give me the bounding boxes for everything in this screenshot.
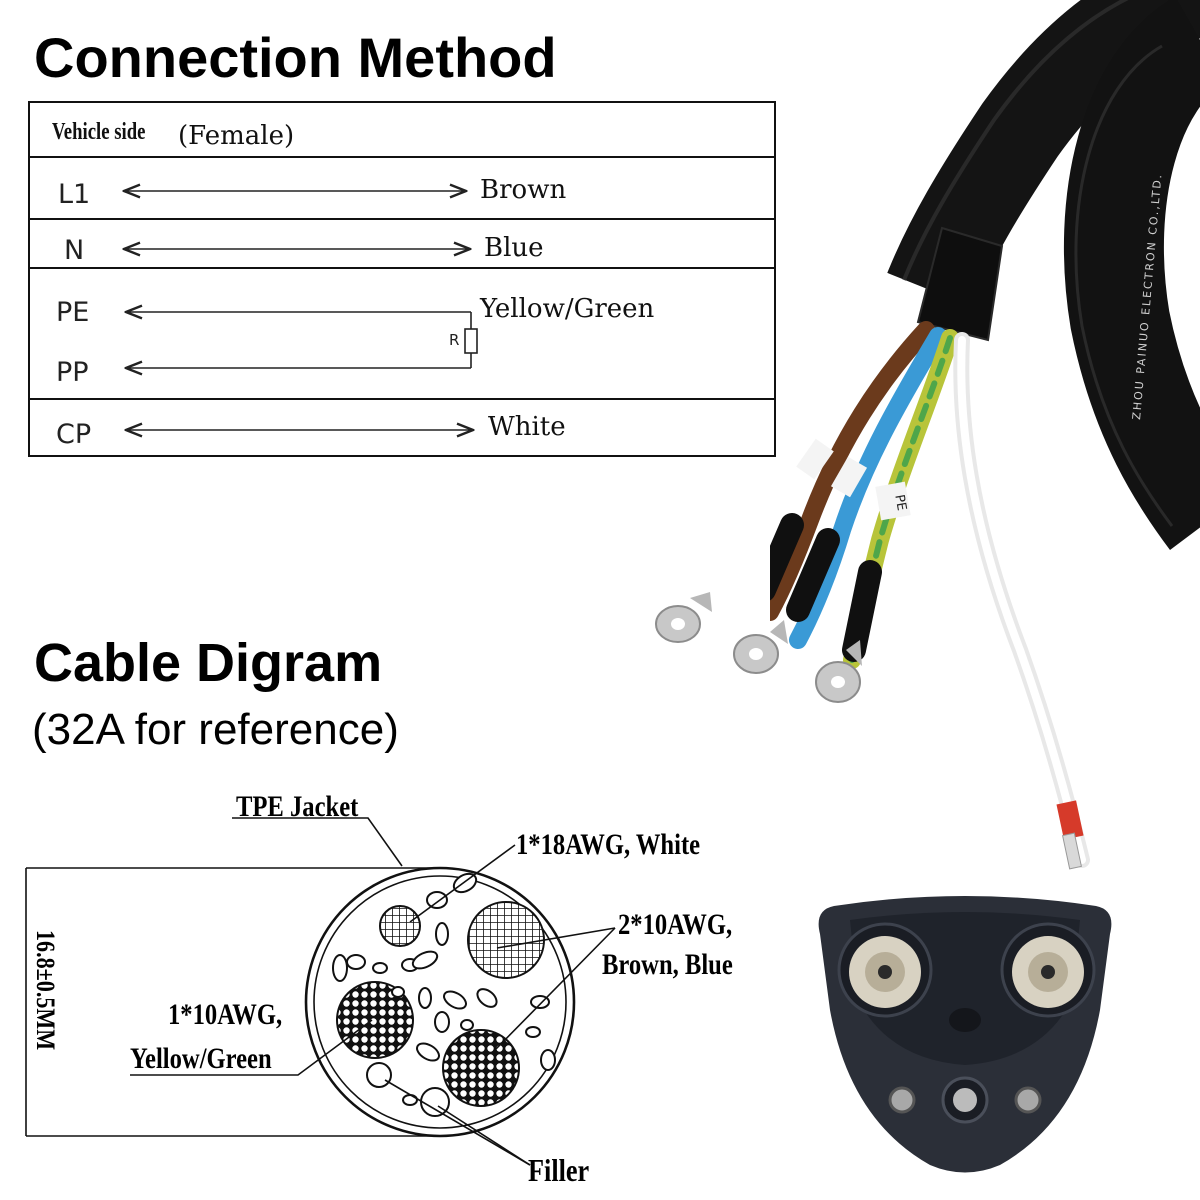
- ring-lugs: [655, 592, 862, 703]
- wire-marker-brown: [796, 438, 834, 480]
- conductor-brown: [467, 901, 545, 979]
- ring-lug-b: [733, 620, 788, 674]
- label-diameter: 16.8±0.5MM: [31, 930, 60, 1051]
- pin-n: N: [64, 235, 85, 266]
- leader-lines: [130, 817, 616, 1166]
- ring-lug-c: [815, 640, 862, 703]
- table-header: Vehicle side: [52, 119, 145, 146]
- wire-marker-pe-text: PE: [891, 493, 909, 511]
- conductor-white: [379, 905, 421, 947]
- label-power-conductors-2: Brown, Blue: [602, 948, 733, 981]
- ring-lug-a: [655, 592, 712, 643]
- connector-face: [818, 896, 1112, 1173]
- wire-blue-photo: [789, 327, 947, 649]
- pin-socket-bottom-left: [888, 1086, 916, 1114]
- label-white-conductor: 1*18AWG, White: [516, 828, 701, 861]
- connection-table-lines: [28, 101, 776, 457]
- conductor-yellow-green: [336, 981, 414, 1059]
- cable-photo: PE ZHOU PAINUO ELECTRON CO.,LTD.: [770, 0, 1200, 870]
- wire-marker-blue: [830, 456, 868, 498]
- wire-blue: Blue: [484, 233, 544, 263]
- label-ground-conductor-2: Yellow/Green: [130, 1042, 272, 1075]
- table-header-suffix: (Female): [178, 121, 295, 151]
- resistor-label: R: [449, 331, 460, 349]
- connection-table: Vehicle side (Female) L1 Brown N Blue PE…: [28, 101, 776, 457]
- wire-brown: Brown: [480, 175, 567, 205]
- heat-shrink: [916, 226, 1004, 342]
- wire-marker-pe: [875, 481, 911, 521]
- pin-socket-bottom-right: [1014, 1086, 1042, 1114]
- table-header-label: Vehicle side: [52, 119, 146, 145]
- label-filler: Filler: [528, 1152, 590, 1188]
- pin-cp: CP: [56, 419, 92, 450]
- conductor-blue: [442, 1029, 520, 1107]
- wire-brown-photo: [770, 321, 935, 621]
- pin-socket-left: [837, 922, 933, 1018]
- pin-l1: L1: [58, 179, 91, 210]
- wire-yellow-green: Yellow/Green: [480, 294, 655, 324]
- pin-socket-right: [1000, 922, 1096, 1018]
- wire-white: White: [488, 412, 566, 442]
- cable-diagram-title: Cable Digram: [34, 633, 383, 693]
- cable-diagram-subtitle: (32A for reference): [32, 705, 399, 754]
- pin-pe: PE: [56, 297, 90, 328]
- label-tpe-jacket: TPE Jacket: [236, 790, 359, 823]
- ferrule: [1056, 800, 1084, 840]
- cable-cross-section: [25, 817, 616, 1166]
- connection-method-title: Connection Method: [34, 26, 557, 89]
- label-power-conductors-1: 2*10AWG,: [618, 908, 733, 941]
- cable-jacket-loop: [1063, 0, 1200, 550]
- resistor-symbol: [464, 328, 478, 354]
- pin-pp: PP: [56, 357, 89, 388]
- filler-elements: [332, 872, 556, 1117]
- label-ground-conductor-1: 1*10AWG,: [168, 998, 283, 1031]
